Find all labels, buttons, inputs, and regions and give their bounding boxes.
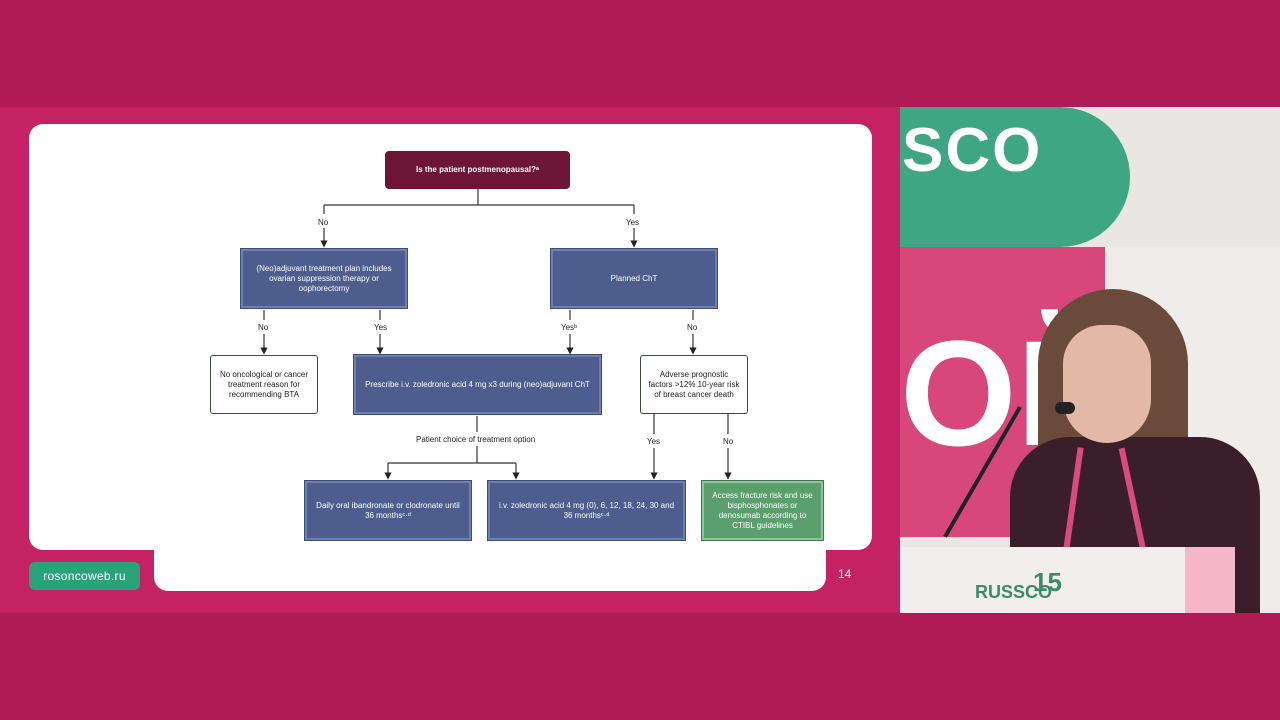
prescribe-box: Prescribe i.v. zoledronic acid 4 mg x3 d… <box>353 354 602 415</box>
page-number: 14 <box>838 567 852 581</box>
backdrop-green-shape <box>900 107 1130 247</box>
planned-cht-box: Planned ChT <box>550 248 718 309</box>
patient-choice-label: Patient choice of treatment option <box>416 435 536 444</box>
adverse-no-label: No <box>723 437 734 446</box>
microphone-icon <box>1055 402 1075 414</box>
neoadjuvant-text: (Neo)adjuvant treatment plan includes ov… <box>256 263 392 293</box>
podium <box>900 547 1235 613</box>
fracture-box: Access fracture risk and use bisphosphon… <box>701 480 824 541</box>
podium-number: 15 <box>1033 567 1062 597</box>
adverse-text: Adverse prognostic factors >12% 10-year … <box>648 369 740 399</box>
speaker-video: SCO ОЙ 15 RUSSCO <box>900 107 1280 613</box>
root-question-text: Is the patient postmenopausal?ᵃ <box>415 165 540 174</box>
podium-logo: RUSSCO <box>975 582 1053 602</box>
backdrop-text: SCO <box>902 116 1043 185</box>
top-band <box>0 0 1280 107</box>
fracture-text: Access fracture risk and use bisphosphon… <box>712 490 813 530</box>
slide-card-footer <box>154 540 826 591</box>
speaker-face <box>1063 325 1151 443</box>
bottom-band <box>0 613 1280 720</box>
planned-cht-text: Planned ChT <box>610 273 658 283</box>
oral-box: Daily oral ibandronate or clodronate unt… <box>304 480 472 541</box>
neoadjuvant-box: (Neo)adjuvant treatment plan includes ov… <box>240 248 408 309</box>
no-reason-box: No oncological or cancer treatment reaso… <box>210 355 318 414</box>
cht-no-label: No <box>687 323 698 332</box>
root-no-label: No <box>318 218 329 227</box>
neo-yes-label: Yes <box>374 323 388 332</box>
cht-yes-label: Yesᵇ <box>561 323 578 332</box>
podium-accent <box>1185 547 1235 613</box>
prescribe-text: Prescribe i.v. zoledronic acid 4 mg x3 d… <box>365 379 590 389</box>
oral-text: Daily oral ibandronate or clodronate unt… <box>316 500 460 520</box>
adverse-box: Adverse prognostic factors >12% 10-year … <box>640 355 748 414</box>
neo-no-label: No <box>258 323 269 332</box>
root-yes-label: Yes <box>626 218 640 227</box>
iv-box: i.v. zoledronic acid 4 mg (0), 6, 12, 18… <box>487 480 686 541</box>
iv-text: i.v. zoledronic acid 4 mg (0), 6, 12, 18… <box>498 500 675 520</box>
adverse-yes-label: Yes <box>647 437 661 446</box>
website-badge[interactable]: rosoncoweb.ru <box>29 562 140 590</box>
root-question-box: Is the patient postmenopausal?ᵃ <box>385 151 570 189</box>
no-reason-text: No oncological or cancer treatment reaso… <box>219 369 309 399</box>
